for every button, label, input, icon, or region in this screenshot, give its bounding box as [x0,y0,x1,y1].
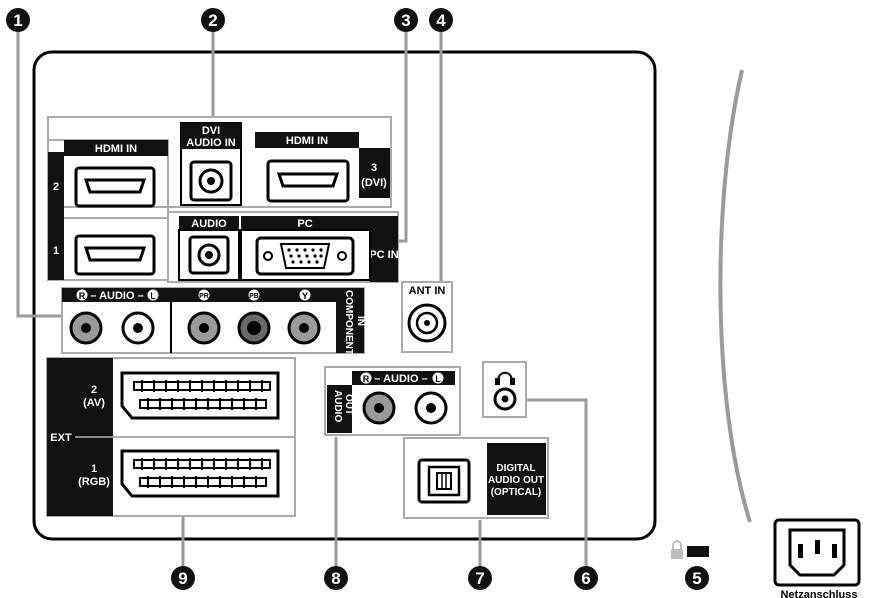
leader-lines [16,30,588,568]
ext2-label: 2 [91,384,97,396]
callout-9: 9 [171,566,195,590]
headphone-jack-icon[interactable] [493,387,517,411]
callout-7: 7 [468,566,492,590]
ant-in-label: ANT IN [409,285,446,297]
pc-in-label: PC IN [369,249,398,261]
callout-3: 3 [394,8,418,32]
audio-out-r-label: R [363,374,370,384]
vga-port-icon[interactable] [255,236,355,276]
callout-4: 4 [429,8,453,32]
svg-text:9: 9 [178,569,187,588]
svg-text:4: 4 [436,11,446,30]
pc-audio-label: AUDIO [191,218,227,230]
audio-out-vertical-label: AUDIO [332,390,343,422]
hdmi-port-icon[interactable] [266,159,350,203]
callout-8: 8 [324,566,348,590]
rca-jack-icon[interactable] [69,311,103,345]
rca-jack-icon[interactable] [362,391,396,425]
ext1-label: 1 [91,463,97,475]
ext-label: EXT [50,432,72,444]
hdmi-port-icon[interactable] [74,166,156,208]
hdmi-port-1-label: 1 [53,245,59,257]
digital-optical-label: (OPTICAL) [491,487,542,498]
dvi-label: DVI [202,125,220,137]
headphone-box [482,361,527,418]
callout-6: 6 [574,566,598,590]
dvi-audio-jack-icon[interactable] [189,160,233,202]
ext1-rgb-label: (RGB) [78,476,110,488]
panel-side-edge [718,69,752,523]
callout-2: 2 [201,8,225,32]
component-in-label: IN [355,316,366,326]
svg-text:8: 8 [331,569,340,588]
callout-5: 5 [685,566,709,590]
power-label: Netzanschluss [780,589,857,598]
svg-text:7: 7 [475,569,484,588]
digital-audio-out-label: AUDIO OUT [488,475,544,486]
svg-text:2: 2 [208,11,217,30]
audio-out-l-label: L [435,374,441,384]
svg-text:6: 6 [581,569,590,588]
pc-label: PC [297,218,312,230]
hdmi-in-left-label: HDMI IN [95,143,137,155]
audio-r-label: R [79,291,86,301]
audio-out-out-label: OUT [343,394,354,415]
rca-jack-icon[interactable] [287,311,321,345]
pr-label: PR [199,293,209,300]
audio-l-label: L [150,291,156,301]
scart-port-icon[interactable] [120,371,280,420]
headphone-icon [495,371,515,385]
svg-text:1: 1 [13,11,22,30]
hdmi-port-icon[interactable] [74,234,156,276]
antenna-jack-icon[interactable] [407,303,447,343]
y-label: Y [302,291,308,301]
rca-jack-icon[interactable] [121,311,155,345]
svg-text:3: 3 [401,11,410,30]
audio-out-dash-label: – AUDIO – [374,373,427,385]
pb-label: PB [249,293,259,300]
component-label: COMPONENT [343,290,354,355]
callout-1: 1 [6,8,30,32]
rca-jack-icon[interactable] [414,391,448,425]
scart-port-icon[interactable] [120,449,280,498]
power-socket-icon[interactable] [773,518,861,587]
ext2-av-label: (AV) [83,397,105,409]
hdmi3-dvi-label: (DVI) [361,177,387,189]
digital-audio-box [403,437,549,519]
pc-audio-jack-icon[interactable] [188,235,230,275]
panel-outline [32,50,657,541]
optical-port-icon[interactable] [417,458,471,504]
digital-label: DIGITAL [496,463,535,474]
hdmi-in-right-label: HDMI IN [286,135,328,147]
kensington-lock-icon [671,540,709,559]
dvi-audio-in-label: AUDIO IN [186,137,236,149]
ant-in-box [401,281,453,353]
audio-out-box [324,366,461,436]
audio-dash-label: – AUDIO – [90,290,143,302]
rca-jack-icon[interactable] [237,311,271,345]
svg-text:5: 5 [692,569,701,588]
rca-jack-icon[interactable] [187,311,221,345]
hdmi3-label: 3 [371,162,377,174]
hdmi-port-2-label: 2 [53,181,59,193]
